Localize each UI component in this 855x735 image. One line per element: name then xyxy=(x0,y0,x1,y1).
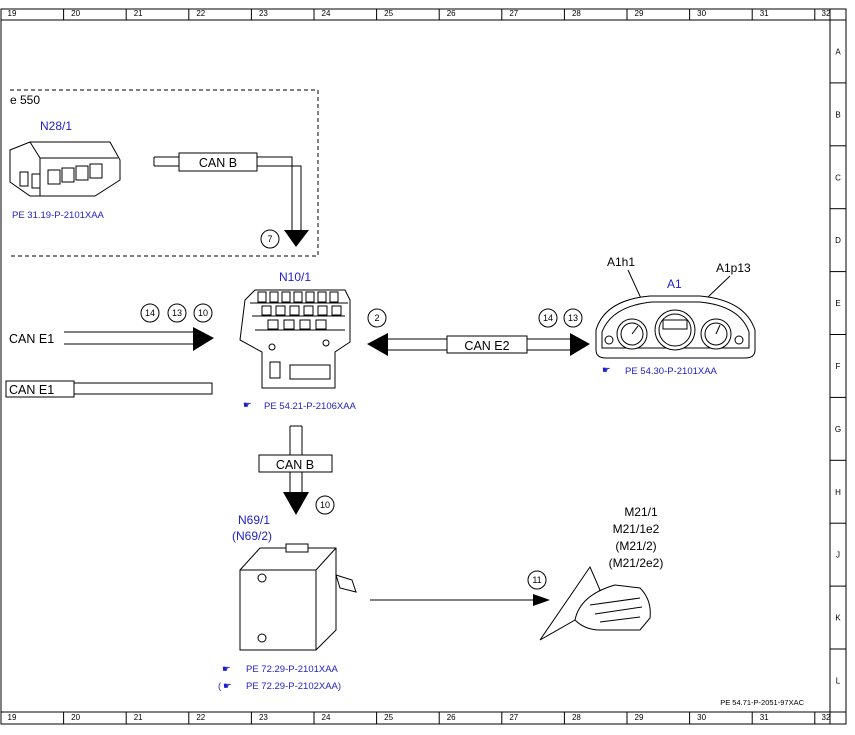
n69-ref-1: PE 72.29-P-2101XAA xyxy=(246,664,339,675)
grid-column-label-bottom: 32 xyxy=(822,713,831,722)
can-e1-line-a: CAN E1 14 13 10 xyxy=(6,303,214,351)
n69-1-module: N69/1 (N69/2) ☛ PE 72.29-P-2101XAA ( ☛ P… xyxy=(218,513,357,692)
can-b-top-line: CAN B 7 xyxy=(153,152,309,249)
grid-column-label-bottom: 25 xyxy=(384,713,393,722)
grid-column-label-bottom: 29 xyxy=(635,713,644,722)
doc-id: PE 54.71-P-2051-97XAC xyxy=(720,698,804,707)
can-e1-a-label: CAN E1 xyxy=(9,332,54,346)
n10-1-ref: PE 54.21-P-2106XAA xyxy=(264,401,357,412)
m21-2e2-label: (M21/2e2) xyxy=(609,556,664,570)
callout-14a: 14 xyxy=(145,308,155,318)
grid-row-label: B xyxy=(835,110,840,119)
grid-column-label-top: 31 xyxy=(760,9,769,18)
n28-1-module: N28/1 PE 31.19-P-2101XAA xyxy=(9,119,121,221)
can-e2-label: CAN E2 xyxy=(464,339,509,353)
grid-column-label-top: 32 xyxy=(822,9,831,18)
grid-row-label: C xyxy=(835,173,841,182)
n69-ref-2-open: ( xyxy=(218,681,222,692)
grid-column-label-top: 28 xyxy=(572,9,581,18)
grid-column-label-bottom: 23 xyxy=(259,713,268,722)
callout-2: 2 xyxy=(374,313,379,323)
a1-ref-hand-icon: ☛ xyxy=(602,365,611,376)
grid-row-label: G xyxy=(835,425,841,434)
a1-id: A1 xyxy=(667,277,682,291)
can-b-bottom-label: CAN B xyxy=(276,458,314,472)
grid-row-label: A xyxy=(835,47,841,56)
grid-column-label-bottom: 27 xyxy=(509,713,518,722)
grid-column-label-top: 29 xyxy=(635,9,644,18)
grid-column-label-bottom: 26 xyxy=(447,713,456,722)
grid-column-label-bottom: 22 xyxy=(196,713,205,722)
n10-1-id: N10/1 xyxy=(279,270,311,284)
grid-column-label-top: 26 xyxy=(447,9,456,18)
n69-ref-2: PE 72.29-P-2102XAA) xyxy=(246,681,341,692)
m21-2-label: (M21/2) xyxy=(615,539,656,553)
grid-column-label-bottom: 31 xyxy=(760,713,769,722)
callout-10b: 10 xyxy=(320,500,330,510)
n10-1-module: N10/1 ☛ PE 54.21-P-2106XAA xyxy=(239,270,357,412)
grid-column-label-bottom: 21 xyxy=(134,713,143,722)
n28-1-ref: PE 31.19-P-2101XAA xyxy=(12,210,105,221)
can-e2-line: CAN E2 2 14 13 xyxy=(367,308,590,356)
can-e1-line-b: CAN E1 xyxy=(5,380,213,398)
grid-column-label-bottom: 24 xyxy=(322,713,331,722)
callout-13a: 13 xyxy=(172,308,182,318)
callout-7: 7 xyxy=(267,234,272,244)
a1-ref: PE 54.30-P-2101XAA xyxy=(625,366,718,377)
can-b-bottom-line: CAN B 10 xyxy=(258,425,335,515)
callout-11: 11 xyxy=(532,575,541,585)
grid-row-label: E xyxy=(835,299,840,308)
callout-13b: 13 xyxy=(568,313,578,323)
can-e1-b-label: CAN E1 xyxy=(9,383,54,397)
a1h1-label: A1h1 xyxy=(607,255,635,269)
callout-14b: 14 xyxy=(543,313,553,323)
grid-column-label-top: 22 xyxy=(196,9,205,18)
n69-1-id: N69/1 xyxy=(238,513,270,527)
m21-1e2-label: M21/1e2 xyxy=(613,522,660,536)
a1-instrument-cluster: A1h1 A1p13 A1 ☛ PE 54.30-P-2101XAA xyxy=(595,255,756,377)
grid-row-label: D xyxy=(835,236,841,245)
n28-1-id: N28/1 xyxy=(40,119,72,133)
can-b-top-label: CAN B xyxy=(199,156,237,170)
grid-row-label: F xyxy=(836,362,841,371)
grid-column-label-bottom: 20 xyxy=(71,713,80,722)
grid-column-label-top: 19 xyxy=(8,9,17,18)
grid-column-label-top: 21 xyxy=(134,9,143,18)
grid-column-label-bottom: 30 xyxy=(697,713,706,722)
grid-column-label-top: 30 xyxy=(697,9,706,18)
callout-10a: 10 xyxy=(198,308,208,318)
n10-1-ref-hand-icon: ☛ xyxy=(243,400,252,411)
grid-row-label: K xyxy=(835,614,841,623)
grid-column-label-top: 20 xyxy=(71,9,80,18)
n69-to-mirror-line: 11 xyxy=(370,570,550,606)
grid-row-label: H xyxy=(835,488,841,497)
dashed-area-box: e 550 xyxy=(10,89,319,257)
grid-row-label: L xyxy=(836,676,841,685)
grid-column-label-top: 25 xyxy=(384,9,393,18)
grid-column-label-top: 27 xyxy=(509,9,518,18)
grid-row-label: J xyxy=(836,551,840,560)
a1p13-label: A1p13 xyxy=(716,261,751,275)
n69-2-alt-id: (N69/2) xyxy=(232,529,272,543)
grid-column-label-top: 24 xyxy=(322,9,331,18)
grid-column-label-top: 23 xyxy=(259,9,268,18)
n69-ref-hand-icon-2: ☛ xyxy=(223,681,232,692)
m21-1-label: M21/1 xyxy=(624,505,658,519)
frame: 1919202021212222232324242525262627272828… xyxy=(0,8,847,725)
grid-column-label-bottom: 19 xyxy=(8,713,17,722)
n69-ref-hand-icon-1: ☛ xyxy=(222,664,231,675)
box-partial-label: e 550 xyxy=(10,93,40,107)
m21-mirror: M21/1 M21/1e2 (M21/2) (M21/2e2) xyxy=(539,505,664,641)
grid-column-label-bottom: 28 xyxy=(572,713,581,722)
